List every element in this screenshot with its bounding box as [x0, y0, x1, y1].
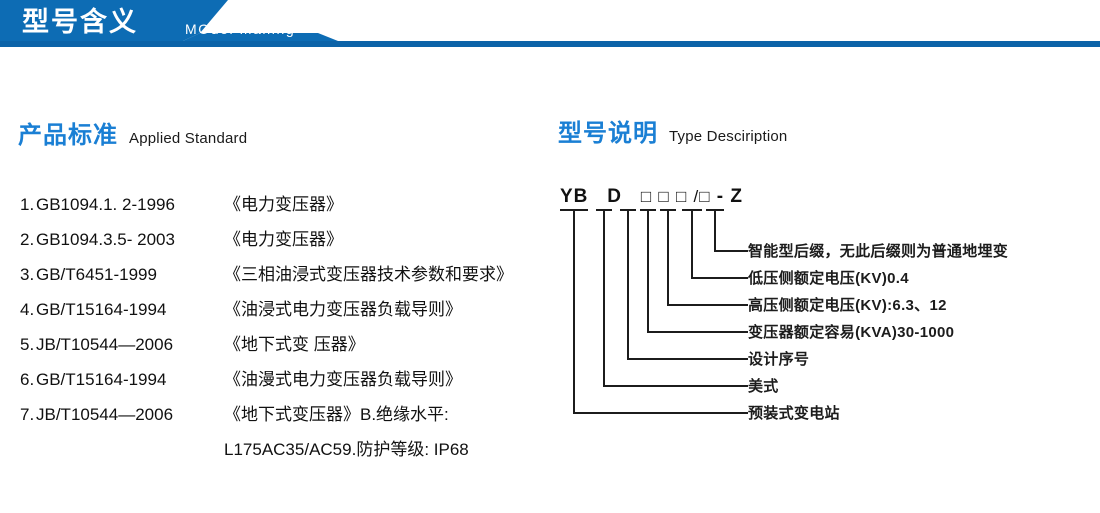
standard-code: GB/T6451-1999 [36, 265, 157, 284]
standard-number: 6. [20, 370, 35, 389]
continuation-text: L175AC35/AC59.防护等级: IP68 [224, 440, 469, 459]
code-segment-yb: YB [560, 186, 589, 207]
standard-number: 5. [20, 335, 35, 354]
standard-item: 1. GB1094.1. 2-1996 《电力变压器》 [20, 190, 550, 225]
model-code-string: YB D □ □ □ /□ - Z [560, 186, 743, 208]
code-segment-box-2: □ [658, 187, 670, 206]
model-code-label-list: 智能型后缀，无此后缀则为普通地埋变 低压侧额定电压(KV)0.4 高压侧额定电压… [748, 238, 1100, 427]
standards-list: 1. GB1094.1. 2-1996 《电力变压器》 2. GB1094.3.… [20, 190, 550, 470]
model-code-label: 高压侧额定电压(KV):6.3、12 [748, 297, 947, 314]
standard-item-continuation: L175AC35/AC59.防护等级: IP68 [20, 435, 550, 470]
standard-code: GB/T15164-1994 [36, 300, 167, 319]
standard-item: 4. GB/T15164-1994 《油浸式电力变压器负载导则》 [20, 295, 550, 330]
continuation-indent [20, 435, 224, 470]
standard-number: 2. [20, 230, 35, 249]
applied-standard-heading: 产品标准 Applied Standard [18, 115, 247, 150]
standard-code: JB/T10544—2006 [36, 405, 174, 424]
banner-title: 型号含义 [22, 7, 138, 37]
model-code-label: 变压器额定容易(KVA)30-1000 [748, 324, 955, 341]
standard-item: 5. JB/T10544—2006 《地下式变 压器》 [20, 330, 550, 365]
standard-item: 7. JB/T10544—2006 《地下式变压器》B.绝缘水平: [20, 400, 550, 435]
model-code-label: 智能型后缀，无此后缀则为普通地埋变 [748, 243, 1009, 260]
code-segment-z: - Z [716, 186, 744, 207]
code-segment-d: D [607, 186, 622, 207]
standard-code: GB/T15164-1994 [36, 370, 167, 389]
model-code-label: 设计序号 [748, 351, 810, 368]
code-segment-box-1: □ [640, 187, 653, 206]
standard-number: 4. [20, 300, 35, 319]
standard-name: 《地下式变压器》B.绝缘水平: [224, 405, 449, 424]
standard-number: 7. [20, 405, 35, 424]
standard-code: GB1094.3.5- 2003 [36, 230, 175, 249]
standard-number: 3. [20, 265, 35, 284]
model-code-label: 预装式变电站 [748, 405, 840, 422]
standard-code: GB1094.1. 2-1996 [36, 195, 175, 214]
standard-item: 6. GB/T15164-1994 《油漫式电力变压器负载导则》 [20, 365, 550, 400]
standard-item: 3. GB/T6451-1999 《三相油浸式变压器技术参数和要求》 [20, 260, 550, 295]
standard-name: 《油浸式电力变压器负载导则》 [224, 300, 462, 319]
applied-standard-heading-en: Applied Standard [129, 130, 248, 147]
standard-name: 《电力变压器》 [224, 230, 343, 249]
standard-name: 《油漫式电力变压器负载导则》 [224, 370, 462, 389]
model-code-diagram: YB D □ □ □ /□ - Z 智能 [552, 186, 1100, 422]
standard-name: 《地下式变 压器》 [224, 335, 365, 354]
banner-subtitle: MOdel maning [185, 21, 296, 37]
banner-shape [0, 0, 1100, 47]
standard-code: JB/T10544—2006 [36, 335, 174, 354]
type-description-heading-cn: 型号说明 [558, 120, 658, 147]
applied-standard-heading-cn: 产品标准 [18, 122, 118, 149]
code-segment-box-4: /□ [693, 187, 711, 206]
model-code-label: 低压侧额定电压(KV)0.4 [748, 270, 909, 287]
type-description-heading-en: Type Desciription [669, 128, 788, 145]
page-header-banner: 型号含义 MOdel maning [0, 0, 1100, 50]
standard-number: 1. [20, 195, 35, 214]
leader-lines [560, 209, 748, 414]
code-segment-box-3: □ [675, 187, 688, 206]
standard-name: 《三相油浸式变压器技术参数和要求》 [224, 265, 513, 284]
type-description-heading: 型号说明 Type Desciription [558, 113, 787, 148]
standard-name: 《电力变压器》 [224, 195, 343, 214]
standard-item: 2. GB1094.3.5- 2003 《电力变压器》 [20, 225, 550, 260]
model-code-label: 美式 [748, 378, 779, 395]
